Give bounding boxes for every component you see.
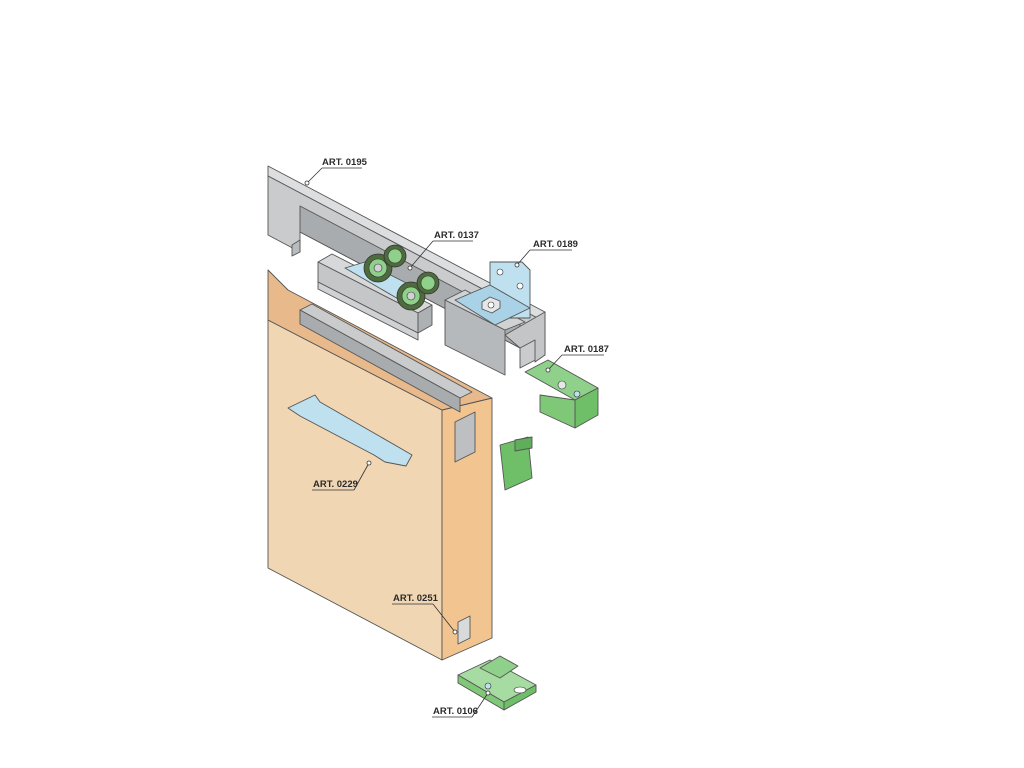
callout-bracket: ART. 0189 [514, 239, 578, 268]
label-art-0106: ART. 0106 [433, 706, 478, 717]
callout-stopper: ART. 0187 [545, 344, 609, 373]
callout-channel: ART. 0251 [392, 593, 458, 635]
connecting-plate [287, 394, 413, 467]
floor-guide [457, 655, 537, 711]
label-art-0195: ART. 0195 [322, 157, 368, 168]
callout-trolley: ART. 0137 [407, 230, 479, 271]
label-art-0229: ART. 0229 [313, 479, 358, 490]
callout-guide: ART. 0106 [432, 690, 491, 718]
label-art-0251: ART. 0251 [393, 593, 439, 604]
end-cap [499, 436, 533, 491]
label-art-0187: ART. 0187 [564, 344, 609, 355]
label-art-0189: ART. 0189 [533, 239, 578, 250]
mounting-bracket [454, 261, 531, 326]
label-art-0137: ART. 0137 [434, 230, 479, 241]
callout-plate: ART. 0229 [312, 460, 372, 491]
stopper-block [524, 359, 599, 429]
callout-rail: ART. 0195 [304, 157, 368, 186]
trolley-wheels [363, 244, 440, 311]
